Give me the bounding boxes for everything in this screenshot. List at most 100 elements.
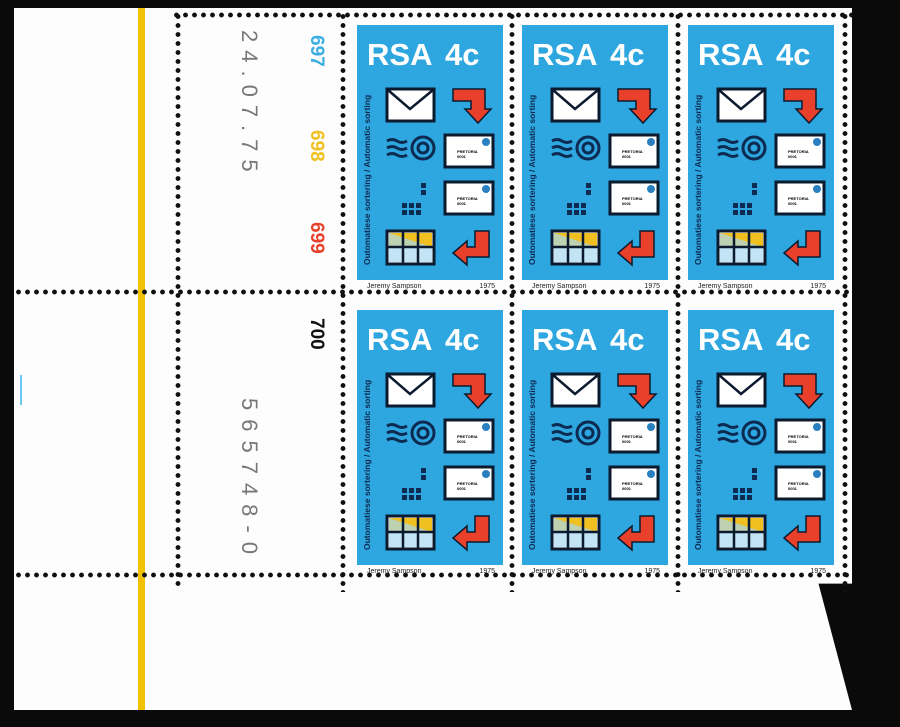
- cylinder-number-red: 699: [306, 222, 327, 254]
- perforation-row-middle: [14, 289, 852, 295]
- svg-text:PRETORIA: PRETORIA: [622, 481, 643, 486]
- stamp-denomination: 4c: [445, 322, 479, 357]
- addressed-envelope-icon: PRETORIA 0001: [443, 418, 495, 454]
- perforation-column-2: [509, 12, 515, 592]
- stamp: RSA 4c Outomatiese sortering / Automatic…: [357, 25, 503, 295]
- stamp-title: Outomatiese sortering / Automatic sortin…: [527, 380, 537, 550]
- addressed-envelope-icon: PRETORIA 0001: [774, 418, 826, 454]
- cylinder-number-black: 700: [306, 318, 327, 350]
- svg-text:0001: 0001: [788, 201, 798, 206]
- stamp-country: RSA: [532, 322, 597, 357]
- code-dots-icon: [733, 468, 757, 500]
- stamp-country: RSA: [367, 322, 432, 357]
- svg-text:0001: 0001: [622, 486, 632, 491]
- code-dots-icon: [567, 183, 591, 215]
- svg-text:0001: 0001: [457, 201, 467, 206]
- sorting-grid-icon: [716, 229, 767, 266]
- svg-text:0001: 0001: [622, 439, 632, 444]
- svg-text:PRETORIA: PRETORIA: [788, 149, 809, 154]
- sorting-grid-icon: [385, 514, 436, 551]
- svg-text:PRETORIA: PRETORIA: [788, 196, 809, 201]
- arrow-left-icon: [451, 230, 490, 267]
- stamp-title: Outomatiese sortering / Automatic sortin…: [362, 380, 372, 550]
- code-dots-icon: [402, 468, 426, 500]
- arrow-left-icon: [782, 230, 821, 267]
- stamp-title: Outomatiese sortering / Automatic sortin…: [693, 380, 703, 550]
- svg-text:PRETORIA: PRETORIA: [622, 149, 643, 154]
- stamp-designer: Jeremy Sampson: [367, 283, 422, 290]
- arrow-left-icon: [616, 230, 655, 267]
- addressed-envelope-icon: PRETORIA 0001: [608, 180, 660, 216]
- stamp-year: 1975: [810, 283, 826, 290]
- code-dots-icon: [733, 183, 757, 215]
- envelope-icon: [716, 372, 767, 408]
- envelope-icon: [385, 87, 436, 123]
- perforation-column-1: [340, 12, 346, 592]
- svg-text:0001: 0001: [457, 154, 467, 159]
- envelope-icon: [385, 372, 436, 408]
- envelope-icon: [550, 87, 601, 123]
- arrow-down-icon: [617, 88, 658, 125]
- svg-text:PRETORIA: PRETORIA: [622, 434, 643, 439]
- scanner-icon: [551, 135, 601, 161]
- stamp-country: RSA: [532, 37, 597, 72]
- date-imprint: 24.07.75: [237, 30, 262, 180]
- stamp-designer: Jeremy Sampson: [532, 568, 587, 575]
- stamp-designer: Jeremy Sampson: [698, 283, 753, 290]
- svg-text:0001: 0001: [622, 154, 632, 159]
- svg-text:0001: 0001: [788, 486, 798, 491]
- color-guide-line: [138, 8, 145, 710]
- cylinder-number-cyan: 697: [306, 35, 327, 67]
- arrow-down-icon: [783, 88, 824, 125]
- stamp-title: Outomatiese sortering / Automatic sortin…: [693, 95, 703, 265]
- envelope-icon: [550, 372, 601, 408]
- perforation-column-3: [675, 12, 681, 592]
- svg-text:PRETORIA: PRETORIA: [457, 434, 478, 439]
- arrow-down-icon: [452, 373, 493, 410]
- addressed-envelope-icon: PRETORIA 0001: [774, 180, 826, 216]
- cyan-register-mark: [20, 375, 22, 405]
- scanner-icon: [717, 135, 767, 161]
- sorting-grid-icon: [716, 514, 767, 551]
- svg-text:0001: 0001: [457, 439, 467, 444]
- stamp-country: RSA: [698, 322, 763, 357]
- svg-text:PRETORIA: PRETORIA: [788, 434, 809, 439]
- perforation-column-margin: [175, 12, 181, 587]
- perforation-row-bottom: [14, 572, 852, 578]
- scanner-icon: [386, 420, 436, 446]
- addressed-envelope-icon: PRETORIA 0001: [443, 133, 495, 169]
- svg-text:PRETORIA: PRETORIA: [788, 481, 809, 486]
- svg-text:0001: 0001: [622, 201, 632, 206]
- addressed-envelope-icon: PRETORIA 0001: [608, 465, 660, 501]
- stamp-denomination: 4c: [610, 37, 644, 72]
- stamp-country: RSA: [698, 37, 763, 72]
- sorting-grid-icon: [550, 514, 601, 551]
- stamp-title: Outomatiese sortering / Automatic sortin…: [527, 95, 537, 265]
- addressed-envelope-icon: PRETORIA 0001: [608, 133, 660, 169]
- arrow-left-icon: [451, 515, 490, 552]
- arrow-down-icon: [617, 373, 658, 410]
- svg-text:0001: 0001: [788, 439, 798, 444]
- arrow-left-icon: [616, 515, 655, 552]
- perforation-column-4: [842, 12, 848, 592]
- stamp-designer: Jeremy Sampson: [698, 568, 753, 575]
- arrow-down-icon: [783, 373, 824, 410]
- stamp-year: 1975: [479, 568, 495, 575]
- scanner-icon: [717, 420, 767, 446]
- stamp-year: 1975: [479, 283, 495, 290]
- stamp-denomination: 4c: [776, 322, 810, 357]
- stamp-year: 1975: [644, 283, 660, 290]
- stamp-designer: Jeremy Sampson: [367, 568, 422, 575]
- stamp: RSA 4c Outomatiese sortering / Automatic…: [357, 310, 503, 580]
- addressed-envelope-icon: PRETORIA 0001: [443, 465, 495, 501]
- stamp-denomination: 4c: [610, 322, 644, 357]
- addressed-envelope-icon: PRETORIA 0001: [774, 465, 826, 501]
- stamp: RSA 4c Outomatiese sortering / Automatic…: [688, 310, 834, 580]
- stamp: RSA 4c Outomatiese sortering / Automatic…: [522, 25, 668, 295]
- arrow-left-icon: [782, 515, 821, 552]
- svg-text:PRETORIA: PRETORIA: [457, 196, 478, 201]
- envelope-icon: [716, 87, 767, 123]
- code-dots-icon: [402, 183, 426, 215]
- stamp-title: Outomatiese sortering / Automatic sortin…: [362, 95, 372, 265]
- scanner-icon: [386, 135, 436, 161]
